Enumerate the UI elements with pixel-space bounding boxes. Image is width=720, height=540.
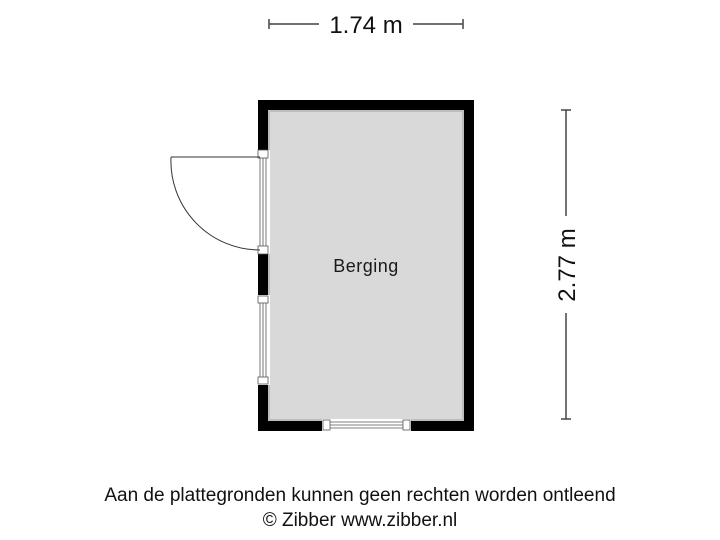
door-swing-arc — [170, 156, 261, 251]
width-dimension: 1.74 m — [268, 12, 464, 39]
disclaimer-text: Aan de plattegronden kunnen geen rechten… — [104, 485, 616, 506]
height-dimension: 2.77 m — [554, 109, 581, 420]
room-floor — [269, 111, 463, 420]
copyright-text: © Zibber www.zibber.nl — [262, 510, 458, 531]
door — [170, 149, 270, 255]
bottom-window — [322, 419, 411, 432]
left-window — [257, 295, 270, 385]
width-label: 1.74 m — [329, 12, 402, 39]
height-label: 2.77 m — [554, 228, 581, 301]
room-label: Berging — [333, 256, 399, 276]
